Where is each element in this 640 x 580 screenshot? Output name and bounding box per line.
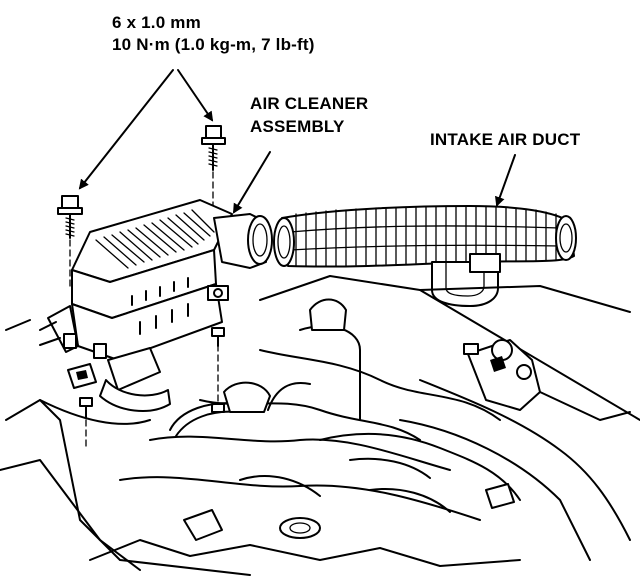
leader-lines — [78, 69, 516, 214]
air-cleaner-assembly-label: ASSEMBLY — [250, 117, 345, 136]
bolt-axis-lines — [69, 171, 219, 451]
intake-air-duct-label: INTAKE AIR DUCT — [430, 130, 581, 149]
air-cleaner-label: AIR CLEANER — [250, 94, 369, 113]
bolt-torque-label: 10 N·m (1.0 kg-m, 7 lb-ft) — [112, 35, 315, 54]
air-cleaner-leader — [232, 151, 271, 214]
engine-bay — [0, 275, 640, 576]
intake-duct-leader — [495, 154, 516, 207]
bolt-right — [201, 125, 226, 171]
bolt-left-leader — [78, 69, 174, 190]
bolt-size-label: 6 x 1.0 mm — [112, 13, 201, 32]
intake-air-duct — [273, 205, 577, 307]
bolt-left — [57, 195, 83, 239]
bolt-right-leader — [177, 69, 214, 122]
air-cleaner-housing — [39, 199, 273, 391]
